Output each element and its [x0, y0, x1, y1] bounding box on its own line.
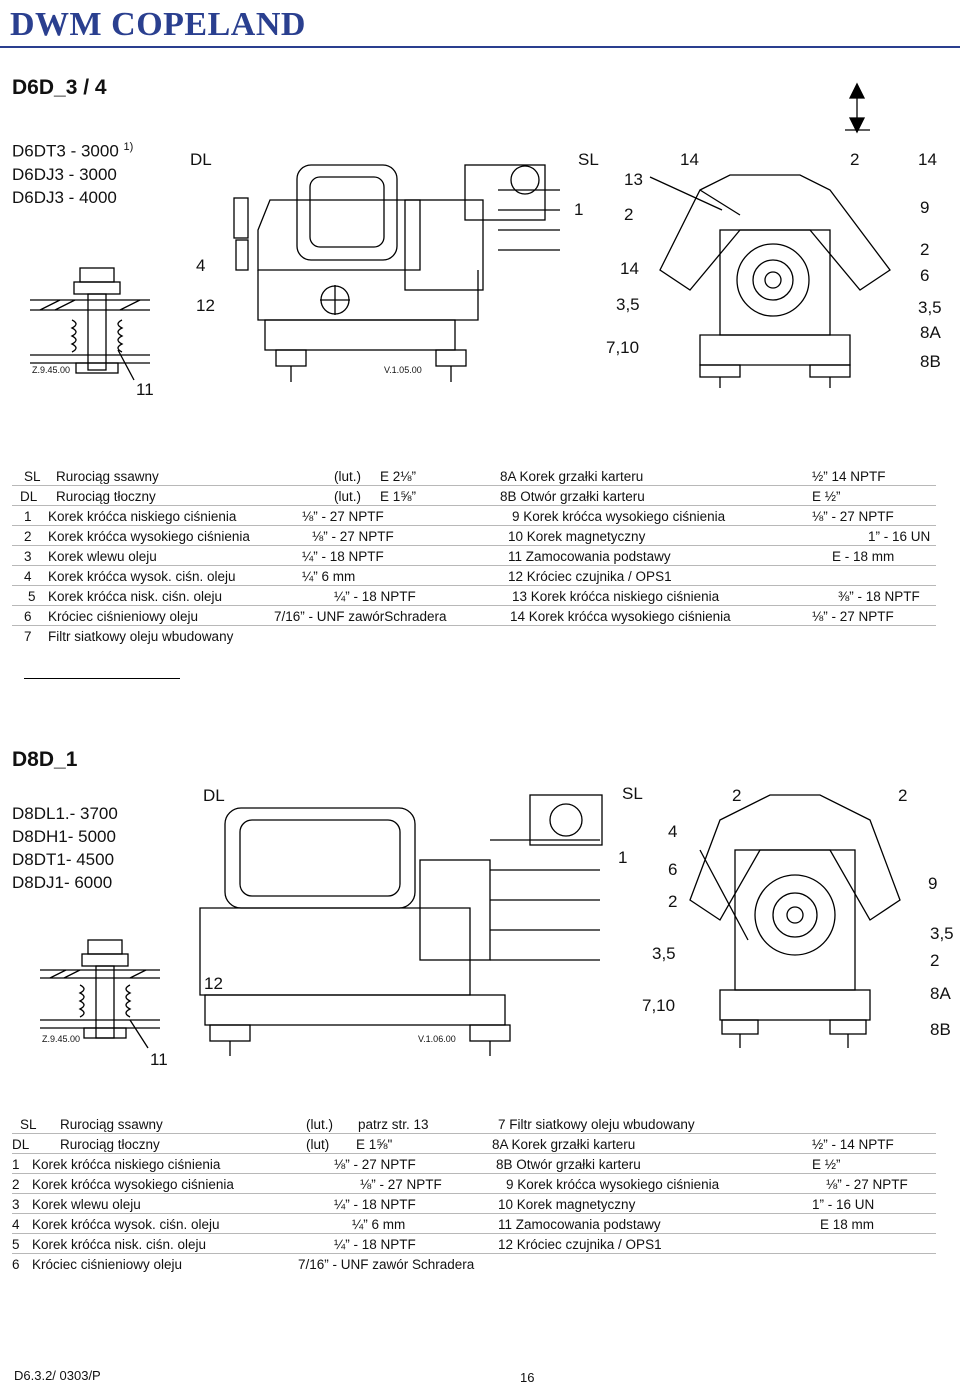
drawing-code: Z.9.45.00 — [32, 365, 71, 375]
callout: 8A — [920, 323, 941, 342]
callout: 6 — [920, 266, 930, 285]
callout: 1 — [618, 848, 628, 867]
callout: 9 — [920, 198, 930, 217]
callout: 14 — [918, 150, 937, 169]
header-rule — [0, 46, 960, 48]
brand-logo: DWM COPELAND — [10, 6, 306, 43]
callout: 3,5 — [930, 924, 954, 943]
table-underline — [24, 678, 180, 679]
compressor-side-view — [233, 164, 560, 382]
callout: 2 — [850, 150, 860, 169]
callout: SL — [578, 150, 599, 169]
callout: 12 — [204, 974, 223, 993]
callout: 7,10 — [642, 996, 676, 1015]
section2-title: D8D_1 — [12, 748, 78, 771]
doc-code: D6.3.2/ 0303/P — [14, 1368, 101, 1383]
callout: 2 — [898, 786, 908, 805]
compressor-side-view — [199, 794, 603, 1056]
compressor-front-view — [689, 794, 901, 1048]
callout: 3,5 — [616, 295, 640, 314]
callout: 7,10 — [606, 338, 640, 357]
callout: 1 — [574, 200, 584, 219]
section1-drawing — [30, 82, 891, 388]
callout: 14 — [620, 259, 639, 278]
mount-detail — [30, 267, 150, 381]
drawing-code: Z.9.45.00 — [42, 1034, 81, 1044]
page-number: 16 — [520, 1370, 535, 1385]
callout: SL — [622, 784, 643, 803]
callout: 8A — [930, 984, 951, 1003]
callout: 2 — [930, 951, 940, 970]
model-line: D6DJ3 - 3000 — [12, 164, 117, 184]
callout: 4 — [668, 822, 678, 841]
model-line: D8DJ1- 6000 — [12, 873, 113, 892]
footnote-mark: 1) — [123, 141, 134, 153]
section1-models: D6DT3 - 3000 1) D6DJ3 - 3000 D6DJ3 - 400… — [12, 136, 133, 209]
callout: 12 — [196, 296, 215, 315]
callout: 2 — [668, 892, 678, 911]
dimension-arrow — [845, 82, 870, 134]
callout: 8B — [920, 352, 941, 371]
callout: 2 — [732, 786, 742, 805]
section2-drawing — [40, 794, 901, 1056]
callout: DL — [190, 150, 212, 169]
section1-title: D6D_3 / 4 — [12, 76, 107, 99]
callout: 9 — [928, 874, 938, 893]
section2-models: D8DL1.- 3700 D8DH1- 5000 D8DT1- 4500 D8D… — [12, 802, 118, 894]
callout: DL — [203, 786, 225, 805]
compressor-front-view — [649, 174, 891, 388]
callout: 11 — [150, 1050, 168, 1069]
model-line: D8DT1- 4500 — [12, 850, 115, 869]
callout: 6 — [668, 860, 678, 879]
callout: 3,5 — [652, 944, 676, 963]
model-line: D6DJ3 - 4000 — [12, 187, 117, 207]
callout: 11 — [136, 380, 154, 399]
callout: 13 — [624, 170, 643, 189]
callout: 2 — [624, 205, 634, 224]
callout: 3,5 — [918, 298, 942, 317]
mount-detail — [40, 939, 160, 1049]
callout: 14 — [680, 150, 699, 169]
drawing-code: V.1.06.00 — [418, 1034, 456, 1044]
drawing-code: V.1.05.00 — [384, 365, 422, 375]
model-line: D6DT3 - 3000 1) — [12, 141, 134, 161]
callout: 8B — [930, 1020, 951, 1039]
model-line: D8DH1- 5000 — [12, 827, 116, 846]
callout: 2 — [920, 240, 930, 259]
model-line: D8DL1.- 3700 — [12, 804, 118, 823]
callout: 4 — [196, 256, 206, 275]
